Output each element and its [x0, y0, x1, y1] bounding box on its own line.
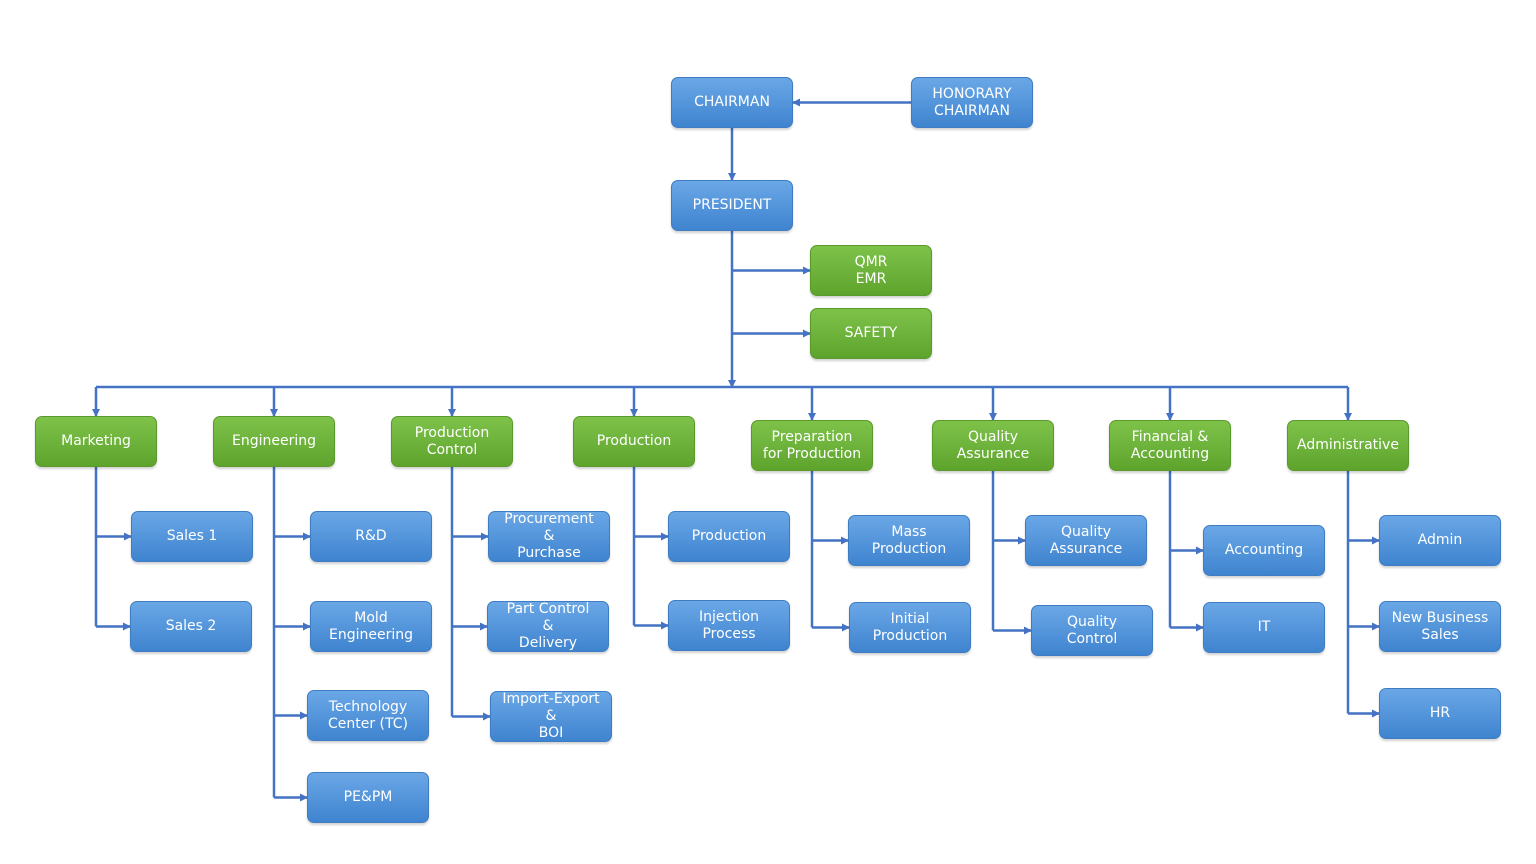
node-adminsub: Admin	[1379, 515, 1501, 566]
node-it: IT	[1203, 602, 1325, 653]
node-initial: Initial Production	[849, 602, 971, 653]
node-procure: Procurement & Purchase	[488, 511, 610, 562]
node-accounting: Accounting	[1203, 525, 1325, 576]
node-production: Production	[573, 416, 695, 467]
node-tc: Technology Center (TC)	[307, 690, 429, 741]
node-prep: Preparation for Production	[751, 420, 873, 471]
node-qa: Quality Assurance	[932, 420, 1054, 471]
node-sales1: Sales 1	[131, 511, 253, 562]
node-prodctrl: Production Control	[391, 416, 513, 467]
node-mold: Mold Engineering	[310, 601, 432, 652]
node-rnd: R&D	[310, 511, 432, 562]
node-engineering: Engineering	[213, 416, 335, 467]
node-sales2: Sales 2	[130, 601, 252, 652]
node-qa2: Quality Assurance	[1025, 515, 1147, 566]
node-mass: Mass Production	[848, 515, 970, 566]
node-impexp: Import-Export & BOI	[490, 691, 612, 742]
node-qmr: QMR EMR	[810, 245, 932, 296]
node-marketing: Marketing	[35, 416, 157, 467]
node-president: PRESIDENT	[671, 180, 793, 231]
node-inject: Injection Process	[668, 600, 790, 651]
node-safety: SAFETY	[810, 308, 932, 359]
node-partctrl: Part Control & Delivery	[487, 601, 609, 652]
node-hr: HR	[1379, 688, 1501, 739]
node-prod2: Production	[668, 511, 790, 562]
node-admin: Administrative	[1287, 420, 1409, 471]
node-chairman: CHAIRMAN	[671, 77, 793, 128]
node-nbs: New Business Sales	[1379, 601, 1501, 652]
node-pepm: PE&PM	[307, 772, 429, 823]
node-finance: Financial & Accounting	[1109, 420, 1231, 471]
node-honorary: HONORARY CHAIRMAN	[911, 77, 1033, 128]
node-qc: Quality Control	[1031, 605, 1153, 656]
